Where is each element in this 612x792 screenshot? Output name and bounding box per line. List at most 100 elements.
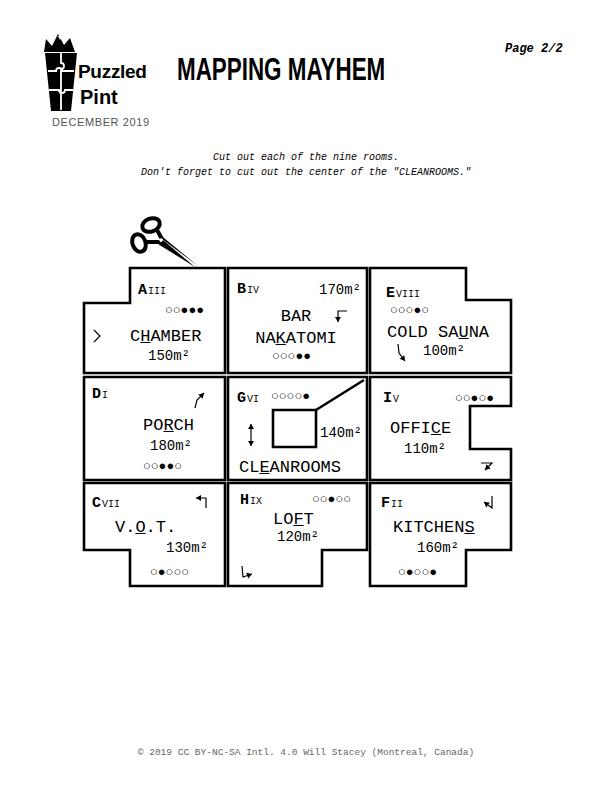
text-part: H bbox=[140, 327, 150, 346]
room-outline bbox=[84, 483, 225, 586]
room-outline bbox=[370, 377, 511, 480]
room-area: 140m² bbox=[320, 425, 362, 442]
direction-arrow bbox=[484, 496, 492, 508]
arrow-head bbox=[400, 355, 405, 361]
logo-puzzle-lines bbox=[48, 53, 74, 110]
dot-code: ○●○○● bbox=[398, 565, 437, 581]
room-numeral: VII bbox=[102, 499, 120, 511]
text-part: C bbox=[130, 327, 140, 346]
room-name: KITCHENS bbox=[393, 518, 475, 538]
arrow-head bbox=[248, 441, 254, 446]
logo-date: DECEMBER 2019 bbox=[52, 116, 150, 129]
text-part: .T. bbox=[146, 518, 177, 537]
text-part: C bbox=[431, 419, 441, 438]
arrow-head bbox=[484, 502, 490, 507]
text-part: E bbox=[441, 419, 451, 438]
room-letter: E bbox=[386, 285, 395, 303]
instruction: Don't forget to cut out the center of th… bbox=[141, 167, 471, 179]
room-outline bbox=[84, 377, 225, 480]
logo-word: Pint bbox=[80, 85, 118, 109]
room-piece: CVII V.O.T. 130m² ○●○○○ bbox=[84, 483, 225, 586]
room-piece: IV○○●○●OFFICE110m² bbox=[370, 377, 511, 480]
room-piece: HIX○○●○○LOFT120m² bbox=[228, 483, 367, 586]
dot-code: ○○○●○ bbox=[390, 303, 429, 319]
room-outline bbox=[370, 268, 511, 373]
text-part: COLD SA bbox=[387, 323, 458, 342]
room-name: CHAMBER bbox=[130, 327, 201, 347]
cut-out-hole bbox=[273, 410, 316, 447]
text-part: K bbox=[276, 329, 286, 348]
copyright: © 2019 CC BY-NC-SA Intl. 4.0 Will Stacey… bbox=[138, 747, 474, 758]
room-piece: AIII○○●●●CHAMBER150m² bbox=[84, 268, 225, 373]
room-letter: B bbox=[237, 281, 246, 299]
room-letter: A bbox=[138, 282, 147, 300]
room-piece: BIV170m²BAR NAKATOMI○○○●● bbox=[228, 268, 367, 373]
text-part: ATOMI bbox=[286, 329, 337, 348]
room-numeral: VI bbox=[247, 394, 259, 406]
room-piece: DIPORCH180m²○○●●○ bbox=[84, 377, 225, 480]
text-part: U bbox=[458, 323, 468, 342]
room-numeral: VIII bbox=[396, 289, 420, 301]
text-part: T bbox=[304, 510, 314, 529]
cut-line bbox=[316, 380, 364, 410]
room-letter: G bbox=[237, 390, 246, 408]
dot-code: ○○○●● bbox=[272, 349, 311, 365]
text-part: KITCHEN bbox=[393, 518, 464, 537]
dot-code: ○●○○○ bbox=[150, 565, 189, 581]
room-name: BAR NAKATOMI bbox=[251, 306, 341, 350]
direction-arrow bbox=[338, 311, 347, 322]
direction-arrow bbox=[94, 330, 100, 342]
direction-arrow bbox=[481, 463, 492, 470]
room-numeral: IV bbox=[247, 285, 259, 297]
room-area: 100m² bbox=[423, 343, 465, 360]
text-part: S bbox=[464, 518, 474, 537]
text-part: NA bbox=[469, 323, 489, 342]
dot-code: ○○●○● bbox=[455, 391, 494, 407]
direction-arrow bbox=[398, 344, 405, 361]
room-outline bbox=[370, 483, 511, 586]
room-letter: F bbox=[381, 495, 390, 513]
text-part: AMBER bbox=[150, 327, 201, 346]
room-letter: I bbox=[383, 390, 392, 408]
logo-glass bbox=[45, 53, 77, 111]
scissors-shank bbox=[146, 230, 162, 242]
room-name: CLEANROOMS bbox=[239, 458, 341, 478]
room-piece: FIIKITCHENS160m²○●○○● bbox=[370, 483, 511, 586]
room-piece: EVIII ○○○●○ COLD SAUNA100m² bbox=[370, 268, 511, 373]
room-numeral: II bbox=[391, 499, 403, 511]
arrow-head bbox=[335, 317, 341, 322]
text-part: LO bbox=[273, 510, 293, 529]
logo-crown-gem bbox=[58, 36, 62, 40]
room-area: 180m² bbox=[150, 438, 192, 455]
text-part: PO bbox=[143, 416, 163, 435]
room-area: 120m² bbox=[277, 529, 319, 546]
room-outline bbox=[228, 377, 367, 480]
arrow-head bbox=[246, 573, 252, 579]
text-part: F bbox=[293, 510, 303, 529]
dot-code: ○○●●○ bbox=[143, 459, 182, 475]
room-name: OFFICE bbox=[390, 419, 451, 439]
text-part: O bbox=[135, 518, 145, 537]
room-numeral: V bbox=[393, 394, 399, 406]
direction-arrow bbox=[195, 393, 204, 408]
text-part: ANROOMS bbox=[270, 458, 341, 477]
room-area: 130m² bbox=[166, 540, 208, 557]
room-numeral: III bbox=[148, 286, 166, 298]
dot-code: ○○●●● bbox=[165, 303, 204, 319]
text-part: V. bbox=[115, 518, 135, 537]
room-outline bbox=[228, 483, 367, 586]
scissors-blade bbox=[158, 240, 195, 267]
room-letter: D bbox=[92, 386, 101, 404]
room-letter: C bbox=[92, 495, 101, 513]
text-part: OFFI bbox=[390, 419, 431, 438]
text-part: CH bbox=[174, 416, 194, 435]
scissors-pivot bbox=[159, 238, 163, 242]
text-part: CL bbox=[239, 458, 259, 477]
arrow-head bbox=[248, 424, 254, 429]
text-part: E bbox=[259, 458, 269, 477]
arrow-head bbox=[198, 393, 204, 399]
room-area: 110m² bbox=[404, 441, 446, 458]
room-piece: GVI○○○○●140m²CLEANROOMS bbox=[228, 377, 367, 480]
room-name: PORCH bbox=[143, 416, 194, 436]
